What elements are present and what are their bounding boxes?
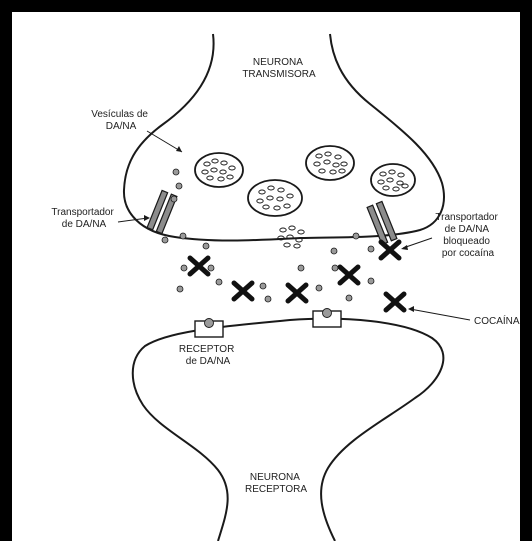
vesicle: [248, 180, 302, 216]
transporter-right-blocked: [367, 201, 397, 244]
vesicles-label: Vesículas de DA/NA: [91, 109, 151, 132]
cocaine-x-icon: [381, 242, 399, 258]
cocaine-label: COCAÍNA: [474, 314, 520, 327]
vesicle: [371, 164, 415, 196]
receptor-label: RECEPTOR de DA/NA: [179, 344, 237, 367]
cocaine-x-icon: [190, 258, 208, 274]
transporter-left-label: Transportador de DA/NA: [51, 207, 116, 230]
transporter-right-pointer: [403, 238, 432, 248]
cocaine-x-icon: [386, 294, 404, 310]
transporter-left-pointer: [118, 218, 148, 222]
cocaine-pointer: [410, 309, 470, 320]
vesicles-pointer: [147, 131, 182, 152]
transmitter-neuron-label: NEURONA TRANSMISORA: [242, 57, 316, 80]
receptor-neuron-label: NEURONA RECEPTORA: [245, 472, 307, 495]
transporter-right-label: Transportador de DA/NA bloqueado por coc…: [435, 212, 500, 259]
receptor-right: [313, 309, 341, 328]
cocaine-x-icon: [234, 283, 252, 299]
cocaine-x-icon: [288, 285, 306, 301]
vesicle: [195, 153, 243, 187]
receptor-left: [195, 319, 223, 338]
cocaine-x-icon: [340, 267, 358, 283]
vesicle: [306, 146, 354, 180]
